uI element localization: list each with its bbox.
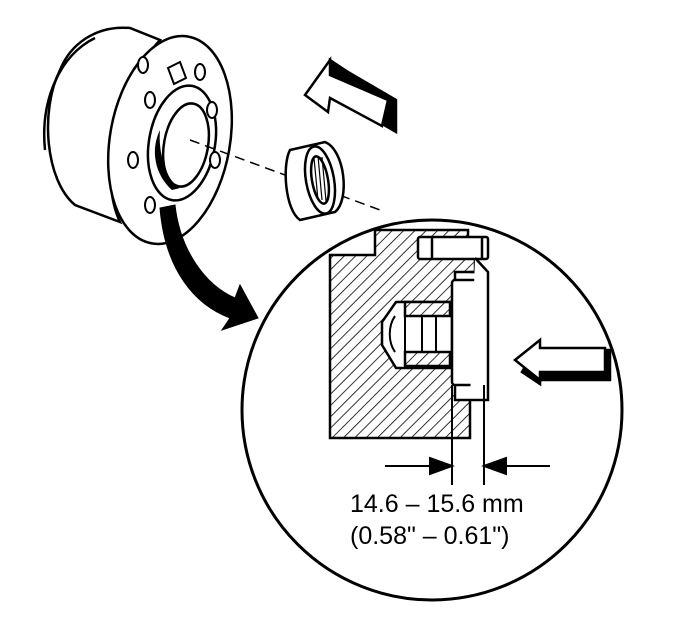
bore-inner [161,102,211,188]
callout-arrow-icon [159,204,259,331]
install-arrow-icon [303,56,398,135]
dimension-metric-label: 14.6 – 15.6 mm [350,490,524,518]
dimension-extension-lines [451,385,485,485]
press-arrow-icon [512,337,612,387]
section-bearing [380,300,454,370]
needle-bearing [284,140,345,222]
section-pin [416,235,490,261]
bore-shadow [154,130,180,190]
dowel-pin [166,60,188,86]
dimension-imperial-label: (0.58" – 0.61") [350,522,510,550]
housing [43,26,234,246]
dimension-arrow-icon [385,456,550,476]
housing-outer-arc [43,36,96,151]
bolt-holes [127,56,221,214]
section-plate [450,257,490,402]
detail-view [240,218,624,602]
